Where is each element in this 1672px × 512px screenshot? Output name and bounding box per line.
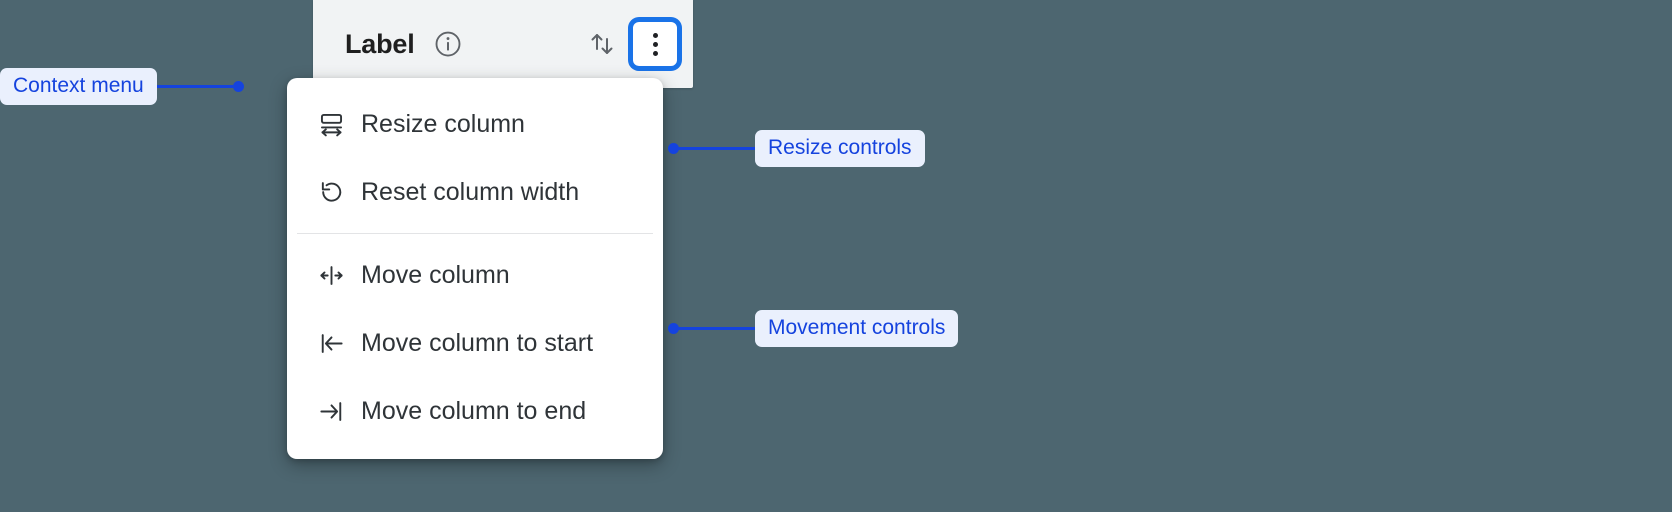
move-column-icon xyxy=(317,261,345,289)
menu-item-label: Resize column xyxy=(361,109,525,138)
page-title: Label xyxy=(345,28,415,59)
menu-item-move-column-to-start[interactable]: Move column to start xyxy=(287,309,663,377)
callout-resize-controls: Resize controls xyxy=(668,130,925,167)
callout-dot xyxy=(668,323,679,334)
callout-line xyxy=(156,85,233,88)
menu-item-move-column[interactable]: Move column xyxy=(287,241,663,309)
menu-item-label: Move column xyxy=(361,260,510,289)
kebab-dots xyxy=(652,32,658,56)
kebab-dot xyxy=(652,32,658,38)
callout-line xyxy=(679,327,755,330)
callout-movement-controls: Movement controls xyxy=(668,310,959,347)
menu-item-move-column-to-end[interactable]: Move column to end xyxy=(287,377,663,445)
move-to-end-icon xyxy=(317,397,345,425)
menu-item-reset-column-width[interactable]: Reset column width xyxy=(287,158,663,226)
reset-width-icon xyxy=(317,178,345,206)
callout-label: Context menu xyxy=(0,68,157,105)
column-header: Label xyxy=(313,0,693,88)
menu-item-resize-column[interactable]: Resize column xyxy=(287,90,663,158)
callout-label: Resize controls xyxy=(755,130,925,167)
more-vert-icon[interactable] xyxy=(631,20,679,68)
callout-label: Movement controls xyxy=(755,310,959,347)
kebab-dot xyxy=(652,50,658,56)
menu-divider xyxy=(297,233,653,234)
callout-line xyxy=(679,147,755,150)
info-circle-icon[interactable] xyxy=(433,29,463,59)
callout-dot xyxy=(232,81,244,92)
sort-arrows-icon[interactable] xyxy=(585,27,619,61)
callout-context-menu: Context menu xyxy=(0,68,244,105)
callout-dot xyxy=(668,143,679,154)
menu-item-label: Move column to end xyxy=(361,396,587,425)
menu-item-label: Move column to start xyxy=(361,328,594,357)
resize-column-icon xyxy=(317,110,345,138)
kebab-dot xyxy=(652,41,658,47)
menu-item-label: Reset column width xyxy=(361,177,580,206)
context-menu: Resize column Reset column width Move co… xyxy=(287,78,663,459)
move-to-start-icon xyxy=(317,329,345,357)
